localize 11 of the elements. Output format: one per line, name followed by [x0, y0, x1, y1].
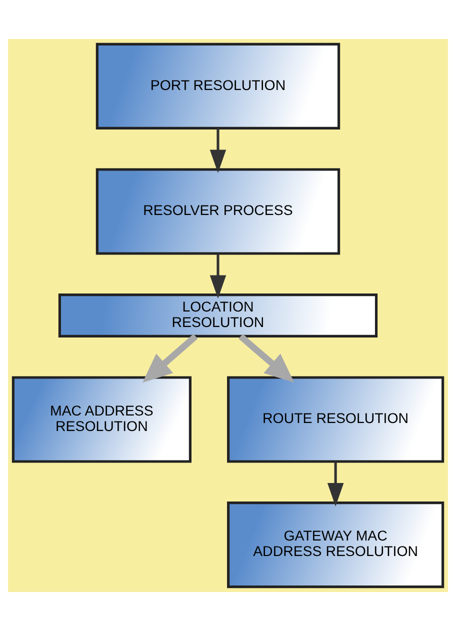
arrow — [238, 333, 294, 382]
arrow — [142, 333, 198, 382]
node-box: GATEWAY MAC ADDRESS RESOLUTION — [227, 501, 444, 588]
node-box: MAC ADDRESS RESOLUTION — [12, 376, 192, 462]
arrow — [327, 461, 344, 506]
arrow — [210, 254, 226, 298]
arrow — [210, 128, 226, 172]
node-box: ROUTE RESOLUTION — [227, 376, 444, 462]
node-box: PORT RESOLUTION — [96, 42, 340, 129]
node-box: LOCATION RESOLUTION — [58, 293, 378, 337]
node-box: RESOLVER PROCESS — [96, 168, 340, 254]
